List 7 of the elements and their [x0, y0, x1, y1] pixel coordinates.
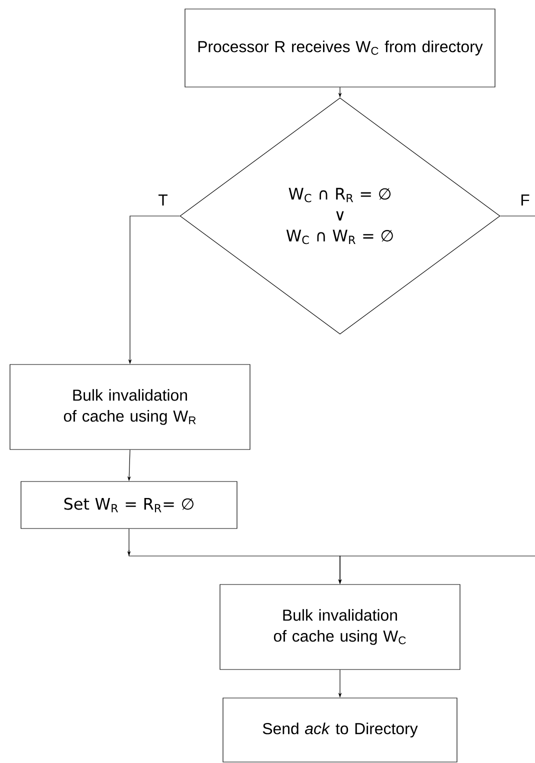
edge-label: T [158, 194, 168, 206]
process-box: Send ack to Directory [222, 698, 458, 762]
process-box: Bulk invalidation of cache using W$_{C}$ [220, 584, 460, 670]
edge-label: F [521, 194, 530, 206]
process-box: Bulk invalidation of cache using W$_{R}$ [10, 364, 250, 450]
process-box: Set W$_{R}$ = R$_{R}$= ∅ [20, 481, 238, 529]
process-box: Processor R receives W$_{C}$ from directory [184, 8, 496, 88]
